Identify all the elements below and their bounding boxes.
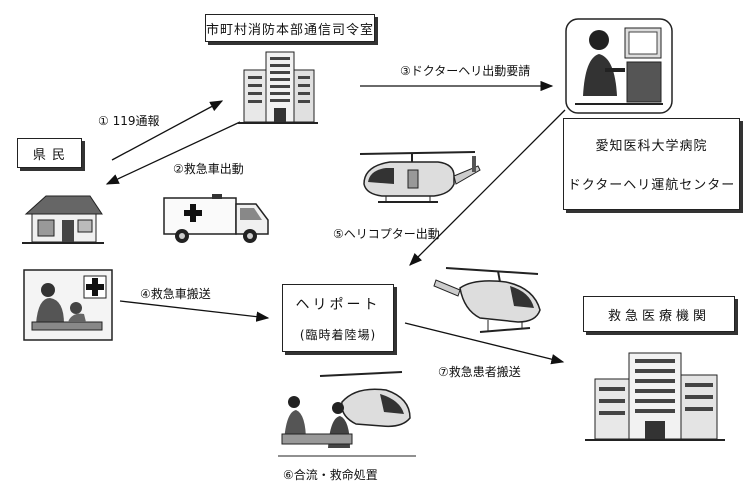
- dispatch-label: 市町村消防本部通信司令室: [206, 22, 375, 38]
- helicopter-landing-illustration: [433, 267, 541, 333]
- step-5-label: ⑤ヘリコプター出動: [333, 227, 440, 241]
- ambulance-illustration: [163, 194, 269, 243]
- center-name: ドクターヘリ運航センター: [567, 178, 736, 193]
- step-6-label: ⑥合流・救命処置: [283, 468, 378, 482]
- arrow-patient-transport: [404, 322, 565, 365]
- heliport-box: ヘリポート (臨時着陸場): [282, 284, 394, 352]
- hospital-center-box: 愛知医科大学病院 ドクターヘリ運航センター: [563, 118, 740, 210]
- step-1-label: ① 119通報: [98, 114, 160, 128]
- operator-computer-illustration: [565, 18, 673, 114]
- hospital-name: 愛知医科大学病院: [595, 139, 708, 154]
- citizen-label: 県 民: [32, 147, 67, 163]
- fire-hq-building-illustration: [238, 51, 318, 124]
- rescue-scene-illustration: [278, 371, 416, 457]
- arrow-119-report: [111, 100, 224, 161]
- heliport-subtitle: (臨時着陸場): [299, 327, 377, 342]
- step-4-label: ④救急車搬送: [140, 287, 211, 301]
- arrow-ambulance-transport: [119, 300, 270, 322]
- heliport-title: ヘリポート: [295, 296, 381, 313]
- step-2-label: ②救急車出動: [173, 162, 244, 176]
- step-7-label: ⑦救急患者搬送: [438, 365, 521, 379]
- hospital-building-illustration: [585, 352, 725, 441]
- er-label: 救急医療機関: [607, 308, 710, 324]
- helicopter-dispatch-illustration: [359, 151, 481, 203]
- house-illustration: [22, 195, 104, 244]
- ambulance-interior-illustration: [23, 269, 113, 341]
- er-box: 救急医療機関: [583, 296, 735, 332]
- step-3-label: ③ドクターヘリ出動要請: [400, 64, 531, 78]
- arrow-heli-dispatch: [409, 109, 566, 266]
- citizen-box: 県 民: [17, 138, 82, 168]
- dispatch-box: 市町村消防本部通信司令室: [205, 14, 375, 42]
- arrow-ambulance-dispatch: [105, 121, 241, 185]
